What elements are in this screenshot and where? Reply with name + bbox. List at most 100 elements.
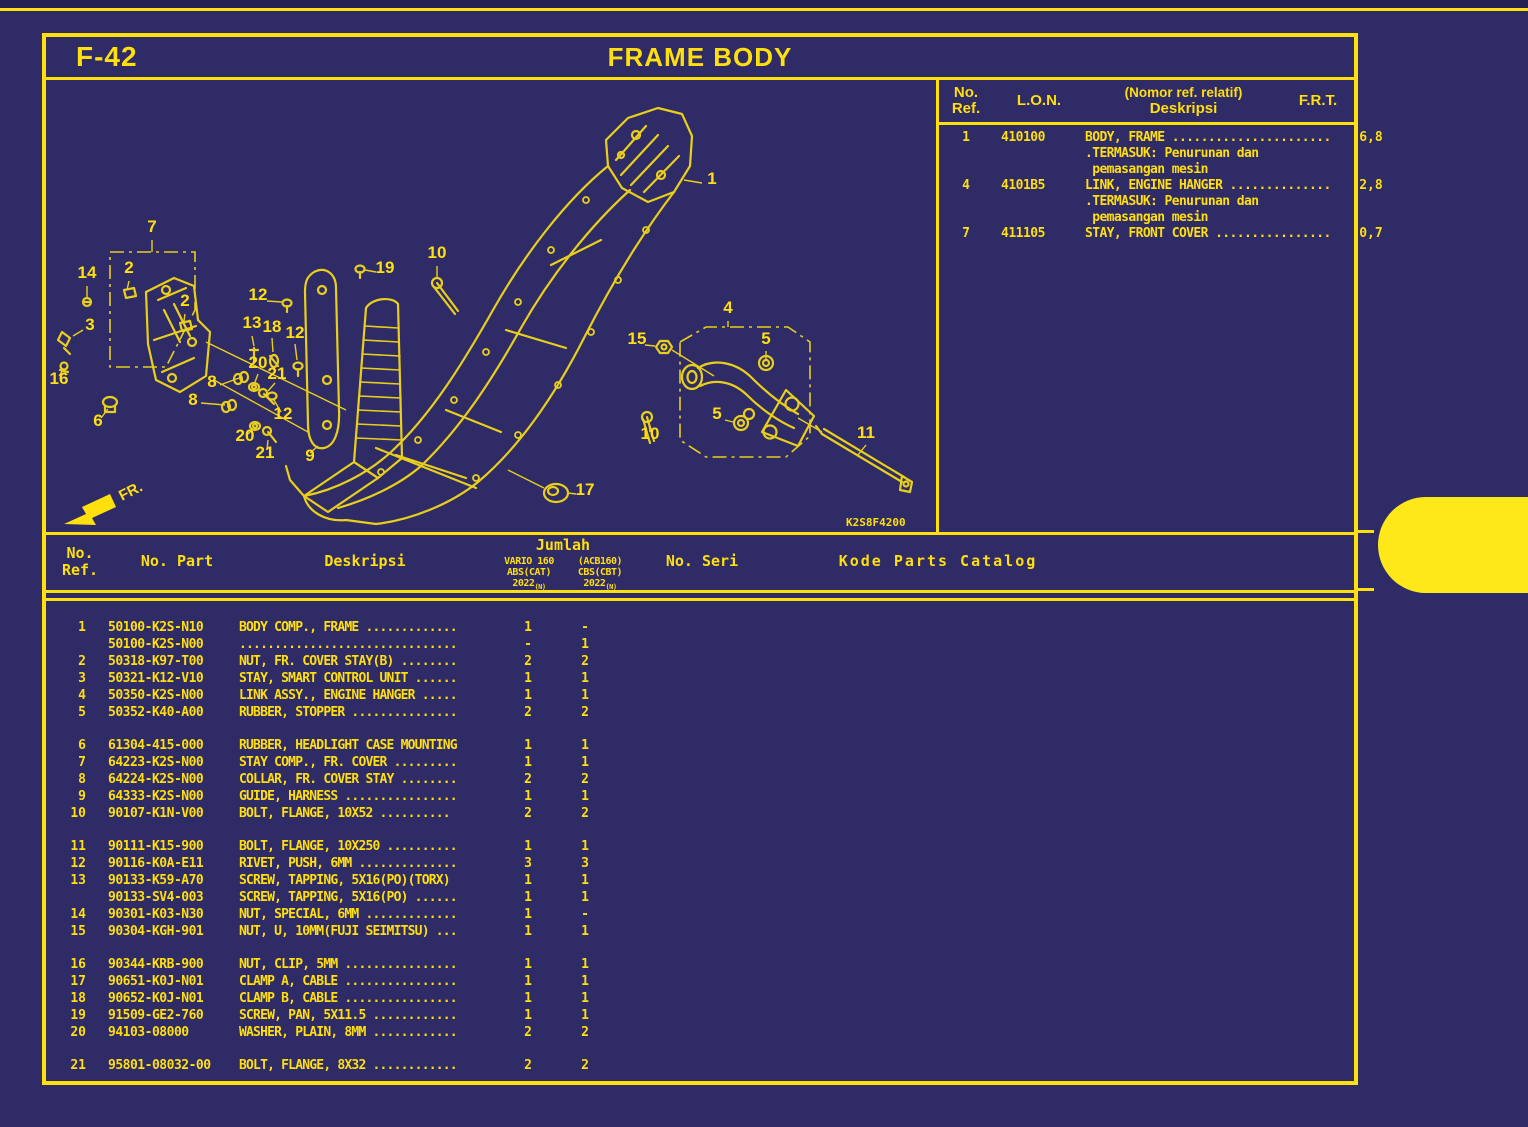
- part-description: BOLT, FLANGE, 10X52 ..........: [239, 806, 451, 821]
- part-qty-variant1: 1: [524, 738, 532, 753]
- part-qty-variant2: 1: [581, 688, 589, 703]
- part-ref: 17: [70, 974, 86, 989]
- callout-label-9: 9: [305, 446, 314, 465]
- part-qty-variant2: 2: [581, 806, 589, 821]
- part-ref: 4: [78, 688, 86, 703]
- part-qty-variant2: 1: [581, 789, 589, 804]
- callout-label-12: 12: [249, 285, 268, 304]
- callout-label-7: 7: [147, 217, 156, 236]
- callout-label-20: 20: [236, 426, 255, 445]
- drawing-code: K2S8F4200: [846, 516, 906, 529]
- part-description: SCREW, TAPPING, 5X16(PO)(TORX): [239, 873, 451, 888]
- parts-table-row: 16 90344-KRB-900 NUT, CLIP, 5MM ..........…: [46, 956, 1354, 973]
- part-qty-variant1: 1: [524, 991, 532, 1006]
- ref-frt: 6,8: [1359, 130, 1383, 145]
- part-qty-variant2: 2: [581, 1025, 589, 1040]
- ref-note: .TERMASUK: Penurunan dan: [1085, 194, 1259, 209]
- part-number: 94103-08000: [108, 1025, 189, 1040]
- ref-desc: LINK, ENGINE HANGER ...............TERMA…: [1085, 178, 1331, 225]
- callout-label-16: 16: [50, 369, 69, 388]
- catalog-frame: F-42 FRAME BODY: [42, 33, 1383, 1085]
- part-ref: 8: [78, 772, 86, 787]
- part-number: 50321-K12-V10: [108, 671, 204, 686]
- page-title: FRAME BODY: [607, 42, 793, 72]
- part-description: CLAMP B, CABLE ................: [239, 991, 458, 1006]
- part-qty-variant1: 1: [524, 974, 532, 989]
- callout-label-11: 11: [857, 423, 875, 442]
- ref-lon: 411105: [1001, 226, 1045, 241]
- ref-col-frt: F.R.T.: [1298, 92, 1338, 109]
- part-qty-variant1: -: [524, 637, 532, 652]
- ref-lon: 410100: [1001, 130, 1045, 145]
- part-number: 90344-KRB-900: [108, 957, 204, 972]
- callout-label-2: 2: [124, 258, 133, 277]
- part-qty-variant2: 2: [581, 1058, 589, 1073]
- callout-label-5: 5: [761, 329, 770, 348]
- ref-no: 4: [962, 178, 970, 193]
- part-description: NUT, CLIP, 5MM ................: [239, 957, 458, 972]
- callout-label-17: 17: [576, 480, 595, 499]
- ref-desc: STAY, FRONT COVER ................: [1085, 226, 1331, 241]
- part-description: RUBBER, HEADLIGHT CASE MOUNTING: [239, 738, 458, 753]
- part-qty-variant2: 1: [581, 974, 589, 989]
- reference-table-header: No. Ref. L.O.N. (Nomor ref. relatif) Des…: [939, 80, 1354, 125]
- part-qty-variant1: 2: [524, 806, 532, 821]
- header-line-stub-bottom: [1358, 588, 1374, 591]
- part-number: 90651-K0J-N01: [108, 974, 204, 989]
- callout-label-1: 1: [707, 169, 716, 188]
- part-number: 90133-K59-A70: [108, 873, 204, 888]
- callout-label-5: 5: [712, 404, 721, 423]
- part-qty-variant2: 2: [581, 654, 589, 669]
- part-qty-variant2: 1: [581, 738, 589, 753]
- part-number: 50100-K2S-N00: [108, 637, 204, 652]
- part-number: 91509-GE2-760: [108, 1008, 204, 1023]
- header-line-stub-top: [1358, 530, 1374, 533]
- ref-table-row: 4 4101B5 LINK, ENGINE HANGER .............…: [939, 178, 1383, 226]
- part-qty-variant2: 2: [581, 705, 589, 720]
- front-direction-arrow: FR.: [64, 478, 145, 525]
- part-description: WASHER, PLAIN, 8MM ............: [239, 1025, 458, 1040]
- part-number: 64223-K2S-N00: [108, 755, 204, 770]
- part-number: 61304-415-000: [108, 738, 204, 753]
- group-box-7: [109, 251, 196, 368]
- parts-table-row: 4 50350-K2S-N00 LINK ASSY., ENGINE HANGER …: [46, 687, 1354, 704]
- ref-no: 7: [962, 226, 970, 241]
- ref-note: pemasangan mesin: [1085, 210, 1208, 225]
- ref-no: 1: [962, 130, 970, 145]
- page-bookmark-tab[interactable]: [1378, 497, 1528, 593]
- part-number: 90133-SV4-003: [108, 890, 204, 905]
- front-direction-label: FR.: [116, 478, 145, 504]
- part-ref: 16: [70, 957, 86, 972]
- part-qty-variant2: 3: [581, 856, 589, 871]
- part-qty-variant1: 2: [524, 1058, 532, 1073]
- part-ref: 21: [70, 1058, 86, 1073]
- part-number: 90301-K03-N30: [108, 907, 204, 922]
- parts-col-variant2: (ACB160) CBS(CBT) 2022(N): [577, 556, 623, 591]
- callout-label-2: 2: [180, 291, 189, 310]
- ref-col-lon: L.O.N.: [1016, 92, 1062, 109]
- part-description: COLLAR, FR. COVER STAY ........: [239, 772, 458, 787]
- part-number: 64333-K2S-N00: [108, 789, 204, 804]
- part-number: 50318-K97-T00: [108, 654, 204, 669]
- part-ref: 5: [78, 705, 86, 720]
- ref-lon: 4101B5: [1001, 178, 1045, 193]
- ref-frt: 2,8: [1359, 178, 1383, 193]
- part-ref: [46, 889, 86, 906]
- parts-col-deskripsi: Deskripsi: [324, 552, 406, 570]
- part-description: RIVET, PUSH, 6MM ..............: [239, 856, 458, 871]
- callout-label-21: 21: [256, 443, 275, 462]
- callout-label-3: 3: [85, 315, 94, 334]
- callout-label-20: 20: [249, 353, 268, 372]
- part-number: 50350-K2S-N00: [108, 688, 204, 703]
- part-qty-variant1: 1: [524, 839, 532, 854]
- callout-label-14: 14: [78, 263, 97, 282]
- part-qty-variant2: 1: [581, 839, 589, 854]
- part-qty-variant1: 2: [524, 772, 532, 787]
- part-description: LINK ASSY., ENGINE HANGER .....: [239, 688, 458, 703]
- part-ref: 10: [70, 806, 86, 821]
- reference-table: No. Ref. L.O.N. (Nomor ref. relatif) Des…: [936, 80, 1383, 532]
